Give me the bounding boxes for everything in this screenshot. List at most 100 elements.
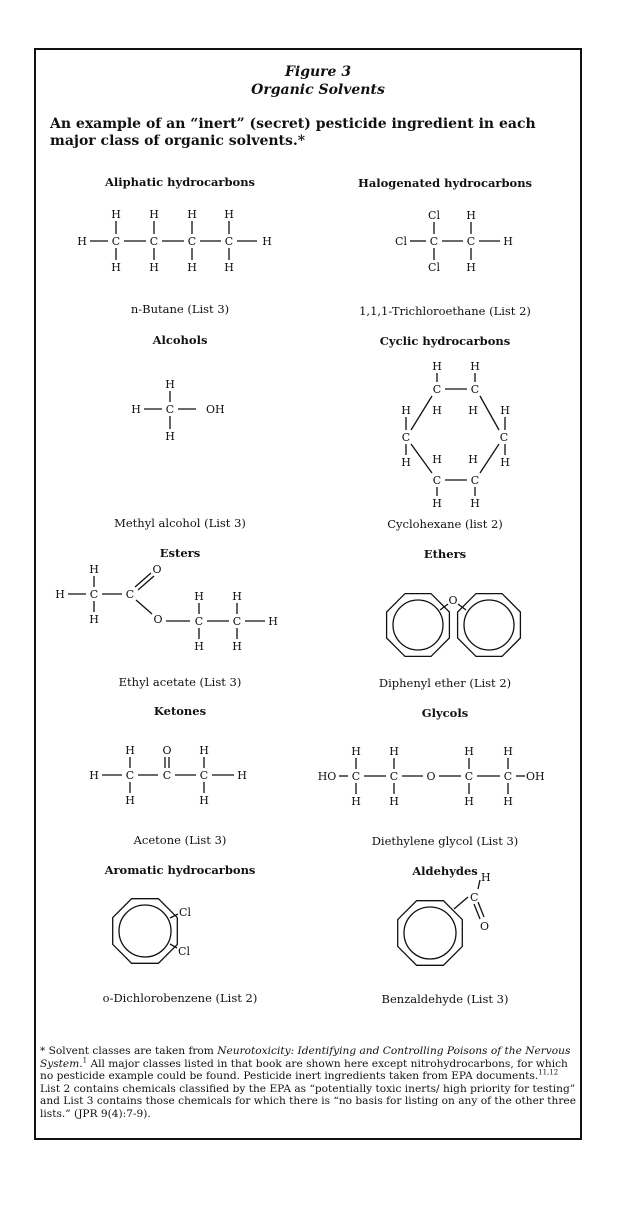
atom-h: H <box>55 588 65 601</box>
atom-c: C <box>433 383 441 396</box>
atom-h: H <box>89 563 99 576</box>
atom-c: C <box>390 770 398 783</box>
heading-aliphatic: Aliphatic hydrocarbons <box>104 175 256 189</box>
atom-c: C <box>112 235 120 248</box>
atom-c: C <box>90 588 98 601</box>
atom-c: C <box>195 615 203 628</box>
atom-h: H <box>111 208 121 221</box>
heading-cyclic: Cyclic hydrocarbons <box>379 334 511 348</box>
atom-h: H <box>232 640 242 653</box>
bond-line <box>169 913 179 919</box>
caption-diphenyl-ether: Diphenyl ether (List 2) <box>378 676 512 690</box>
atom-c: C <box>126 588 134 601</box>
atom-h: H <box>401 404 411 417</box>
atom-o: O <box>152 563 161 576</box>
atom-c: C <box>402 431 410 444</box>
atom-h: H <box>470 360 480 373</box>
atom-h: H <box>77 235 87 248</box>
heading-esters: Esters <box>159 546 201 560</box>
atom-c: C <box>465 770 473 783</box>
aromatic-ring-circle <box>463 599 515 651</box>
caption-trichloroethane: 1,1,1-Trichloroethane (List 2) <box>359 304 531 318</box>
atom-h: H <box>232 590 242 603</box>
atom-h: H <box>125 794 135 807</box>
atom-h: H <box>224 261 234 274</box>
bond-line <box>473 903 481 920</box>
bond-line <box>410 443 433 474</box>
atom-oh: OH <box>206 403 225 416</box>
atom-o: O <box>162 744 171 757</box>
atom-c: C <box>352 770 360 783</box>
bond-line <box>479 395 500 431</box>
bond-line <box>135 599 153 615</box>
atom-h: H <box>149 208 159 221</box>
caption-n-butane: n-Butane (List 3) <box>130 302 230 316</box>
caption-cyclohexane: Cyclohexane (list 2) <box>387 517 503 531</box>
aromatic-ring <box>456 592 522 658</box>
atom-cl: Cl <box>395 235 407 248</box>
bond-line <box>410 395 433 431</box>
heading-ethers: Ethers <box>423 547 467 561</box>
atom-c: C <box>188 235 196 248</box>
atom-h: H <box>466 209 476 222</box>
heading-glycols: Glycols <box>421 706 469 720</box>
footnote-text-3: List 2 contains chemicals classified by … <box>40 1082 576 1120</box>
aromatic-ring-circle <box>118 904 172 958</box>
atom-h: H <box>194 590 204 603</box>
bond-line <box>134 572 152 588</box>
atom-h: H <box>503 795 513 808</box>
atom-h: H <box>468 453 478 466</box>
atom-h: H <box>165 378 175 391</box>
bond-line <box>477 901 485 918</box>
atom-h: H <box>131 403 141 416</box>
footnote-ref-1: 1 <box>82 1056 88 1065</box>
atom-h: H <box>351 745 361 758</box>
atom-c: C <box>233 615 241 628</box>
heading-aromatic: Aromatic hydrocarbons <box>104 863 256 877</box>
atom-h: H <box>194 640 204 653</box>
bond-line <box>137 575 155 591</box>
caption-methyl-alcohol: Methyl alcohol (List 3) <box>114 516 246 530</box>
bond-line <box>453 896 469 910</box>
footnote-text-1: * Solvent classes are taken from <box>40 1045 218 1057</box>
atom-h: H <box>237 769 247 782</box>
atom-c: C <box>470 891 478 904</box>
atom-ho: HO <box>318 770 337 783</box>
caption-ethyl-acetate: Ethyl acetate (List 3) <box>118 675 242 689</box>
atom-h: H <box>432 453 442 466</box>
atom-h: H <box>187 261 197 274</box>
atom-cl: Cl <box>428 209 440 222</box>
footnote-ref-2: 11,12 <box>538 1068 559 1077</box>
atom-h: H <box>432 404 442 417</box>
heading-alcohols: Alcohols <box>152 333 208 347</box>
atom-c: C <box>150 235 158 248</box>
atom-h: H <box>224 208 234 221</box>
atom-c: C <box>225 235 233 248</box>
atom-h: H <box>503 235 513 248</box>
atom-h: H <box>500 456 510 469</box>
heading-aldehydes: Aldehydes <box>412 864 478 878</box>
atom-cl: Cl <box>178 945 190 958</box>
atom-h: H <box>89 769 99 782</box>
heading-ketones: Ketones <box>153 704 207 718</box>
aromatic-ring <box>397 900 463 966</box>
atom-c: C <box>433 474 441 487</box>
atom-c: C <box>430 235 438 248</box>
atom-o: O <box>153 613 162 626</box>
bond-line <box>457 603 467 611</box>
atom-h: H <box>401 456 411 469</box>
footnote: * Solvent classes are taken from Neuroto… <box>40 1045 576 1121</box>
atom-h: H <box>481 871 491 884</box>
atom-h: H <box>199 794 209 807</box>
atom-h: H <box>268 615 278 628</box>
bond-line <box>169 943 178 949</box>
bond-line <box>477 879 481 890</box>
atom-o: O <box>426 770 435 783</box>
atom-h: H <box>165 430 175 443</box>
atom-oh: OH <box>526 770 545 783</box>
atom-h: H <box>262 235 272 248</box>
atom-h: H <box>503 745 513 758</box>
aromatic-ring-circle <box>392 599 444 651</box>
atom-c: C <box>163 769 171 782</box>
